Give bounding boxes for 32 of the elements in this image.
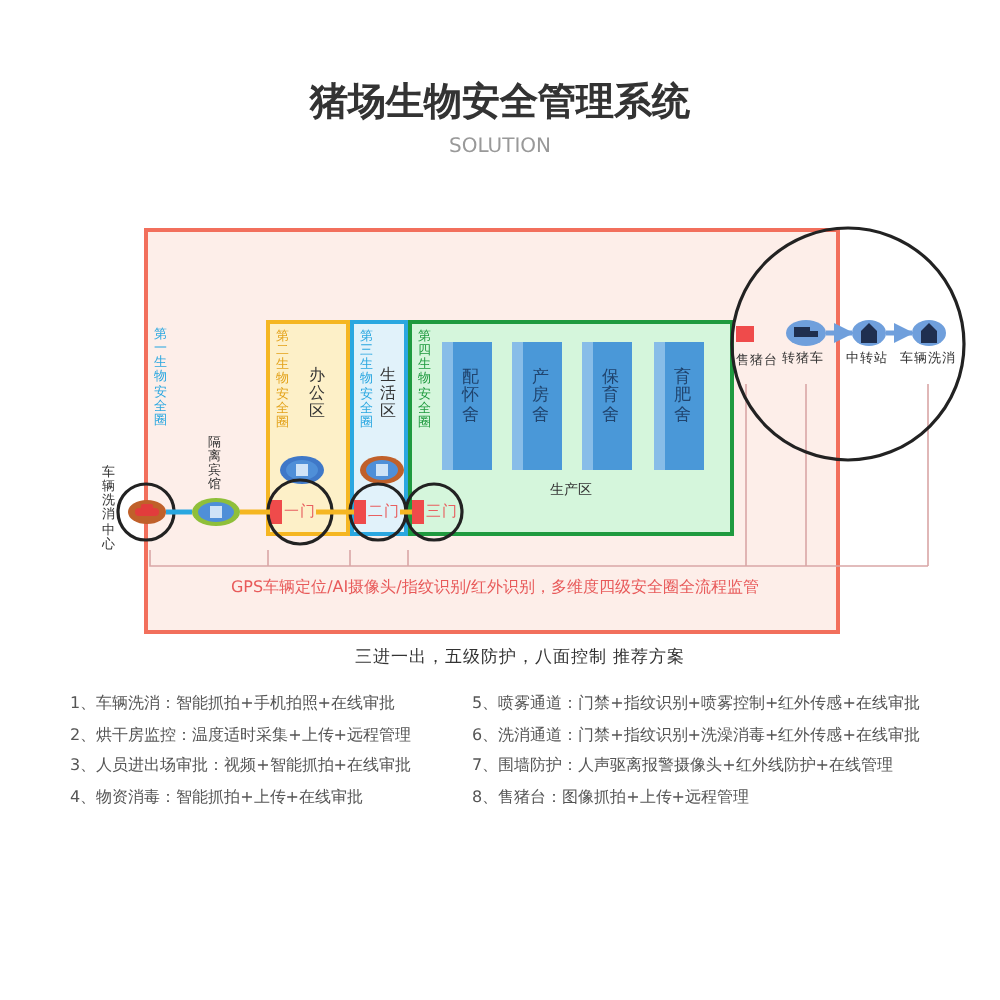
title: 猪场生物安全管理系统 [307,78,692,128]
barn-label: 配怀舍 [462,370,481,427]
arrow [826,323,854,343]
list-item: 3、人员进出场审批：视频+智能抓拍+在线审批 [70,754,411,776]
zone-box [408,320,734,536]
barn-label: 保育舍 [602,370,621,427]
barn-box [442,342,492,470]
zone-box [266,320,350,536]
note-text: GPS车辆定位/AI摄像头/指纹识别/红外识别，多维度四级安全圈全流程监管 [228,576,762,598]
barn-label: 育肥舍 [674,370,693,427]
barn-label: 产房舍 [532,370,551,427]
zone-label: 办公区 [308,368,326,421]
list-item: 8、售猪台：图像抓拍+上传+远程管理 [472,785,749,807]
connector-line [316,509,354,515]
zone-area [144,228,840,634]
zone-box [350,320,408,536]
heading-text: 三进一出，五级防护，八面控制 推荐方案 [353,646,687,670]
list-item: 1、车辆洗消：智能抓拍+手机拍照+在线审批 [70,692,395,714]
zone-label: 生活区 [379,368,397,421]
list-item: 7、围墙防护：人声驱离报警摄像头+红外线防护+在线管理 [472,754,893,776]
barn-box [512,342,562,470]
subtitle: SOLUTION [446,136,554,158]
list-item: 5、喷雾通道：门禁+指纹识别+喷雾控制+红外传感+在线审批 [472,692,920,714]
list-item: 6、洗消通道：门禁+指纹识别+洗澡消毒+红外传感+在线审批 [472,723,920,745]
barn-box [582,342,632,470]
connector-line [166,509,192,515]
connector-line [240,509,270,515]
connector-line [400,509,412,515]
list-item: 2、烘干房监控：温度适时采集+上传+远程管理 [70,723,411,745]
barn-box [654,342,704,470]
arrow [886,323,914,343]
list-item: 4、物资消毒：智能抓拍+上传+在线审批 [70,785,363,807]
